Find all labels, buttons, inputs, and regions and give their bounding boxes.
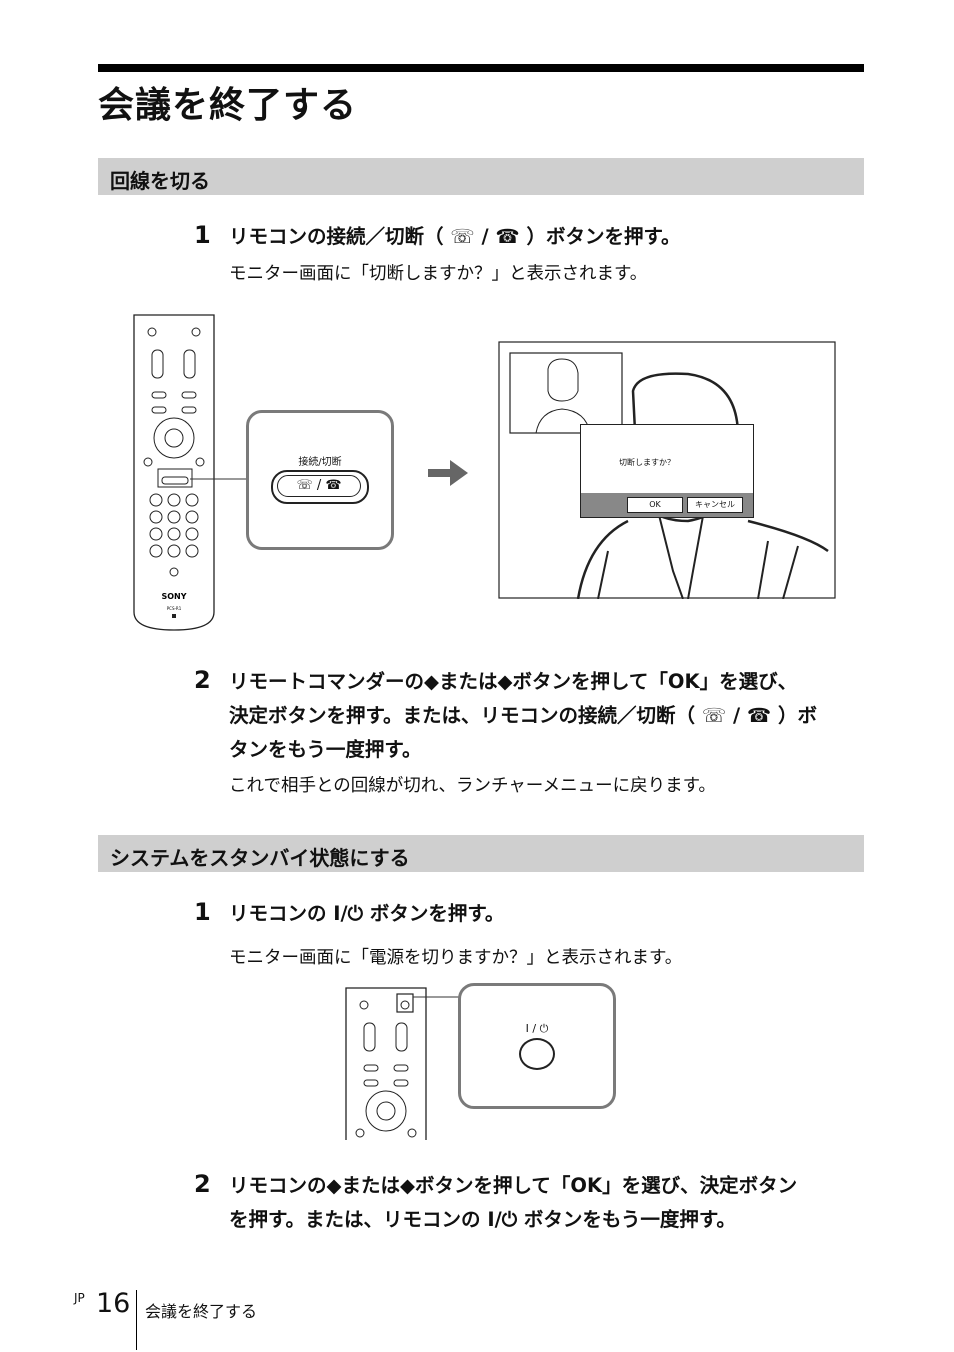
remote-brand: SONY — [161, 592, 186, 601]
step-instruction: リモコンの I/⏻ ボタンを押す。 — [229, 902, 505, 925]
remote-control-illustration: SONY PCS-R1 — [133, 314, 215, 631]
step-number: 1 — [194, 221, 211, 249]
step-instruction: リモコンの接続／切断（ ☏ / ☎ ）ボタンを押す。 — [229, 225, 681, 248]
step-instruction-line1: リモコンの◆または◆ボタンを押して「OK」を選び、決定ボタン — [229, 1174, 798, 1197]
section-heading-text: 回線を切る — [110, 169, 210, 193]
step-description: モニター画面に「切断しますか？」と表示されます。 — [229, 264, 648, 284]
step-number: 2 — [194, 1170, 211, 1198]
page-number: 16 — [96, 1288, 131, 1319]
disconnect-dialog: 切断しますか？ OK キャンセル — [580, 424, 754, 518]
callout-leader-line — [190, 478, 252, 480]
dialog-ok-button[interactable]: OK — [627, 497, 683, 513]
step-instruction-line2: 決定ボタンを押す。または、リモコンの接続／切断（ ☏ / ☎ ）ボ — [229, 704, 818, 727]
step-number: 1 — [194, 898, 211, 926]
button-face: ☏ / ☎ — [277, 475, 361, 497]
page-title: 会議を終了する — [98, 85, 358, 126]
dialog-cancel-button[interactable]: キャンセル — [687, 497, 743, 513]
footer-language: JP — [74, 1291, 85, 1305]
section-heading-text: システムをスタンバイ状態にする — [110, 846, 410, 870]
callout-power-button: I / ⏻ — [458, 983, 616, 1109]
step-description: これで相手との回線が切れ、ランチャーメニューに戻ります。 — [229, 776, 716, 796]
step-description: モニター画面に「電源を切りますか？」と表示されます。 — [229, 948, 683, 968]
monitor-screen-illustration — [498, 341, 836, 599]
step-instruction-line3: タンをもう一度押す。 — [229, 738, 422, 761]
step-instruction-line1: リモートコマンダーの◆または◆ボタンを押して「OK」を選び、 — [229, 670, 798, 693]
callout-leader-line — [413, 996, 461, 998]
remote-model: PCS-R1 — [167, 606, 182, 611]
callout-label: 接続/切断 — [298, 457, 342, 468]
section-heading-disconnect: 回線を切る — [98, 158, 864, 195]
right-arrow-icon — [428, 460, 468, 486]
step-number: 2 — [194, 666, 211, 694]
section-heading-standby: システムをスタンバイ状態にする — [98, 835, 864, 872]
callout-label: I / ⏻ — [525, 1022, 549, 1035]
power-button[interactable] — [519, 1038, 555, 1070]
step-instruction-line2: を押す。または、リモコンの I/⏻ ボタンをもう一度押す。 — [229, 1208, 736, 1231]
callout-connect-button: 接続/切断 ☏ / ☎ — [246, 410, 394, 550]
dialog-message: 切断しますか？ — [619, 458, 675, 467]
footer-chapter-title: 会議を終了する — [145, 1302, 258, 1321]
title-rule — [98, 64, 864, 72]
remote-control-partial-illustration — [345, 987, 427, 1140]
footer-divider — [136, 1290, 137, 1350]
connect-disconnect-button[interactable]: ☏ / ☎ — [271, 470, 369, 504]
